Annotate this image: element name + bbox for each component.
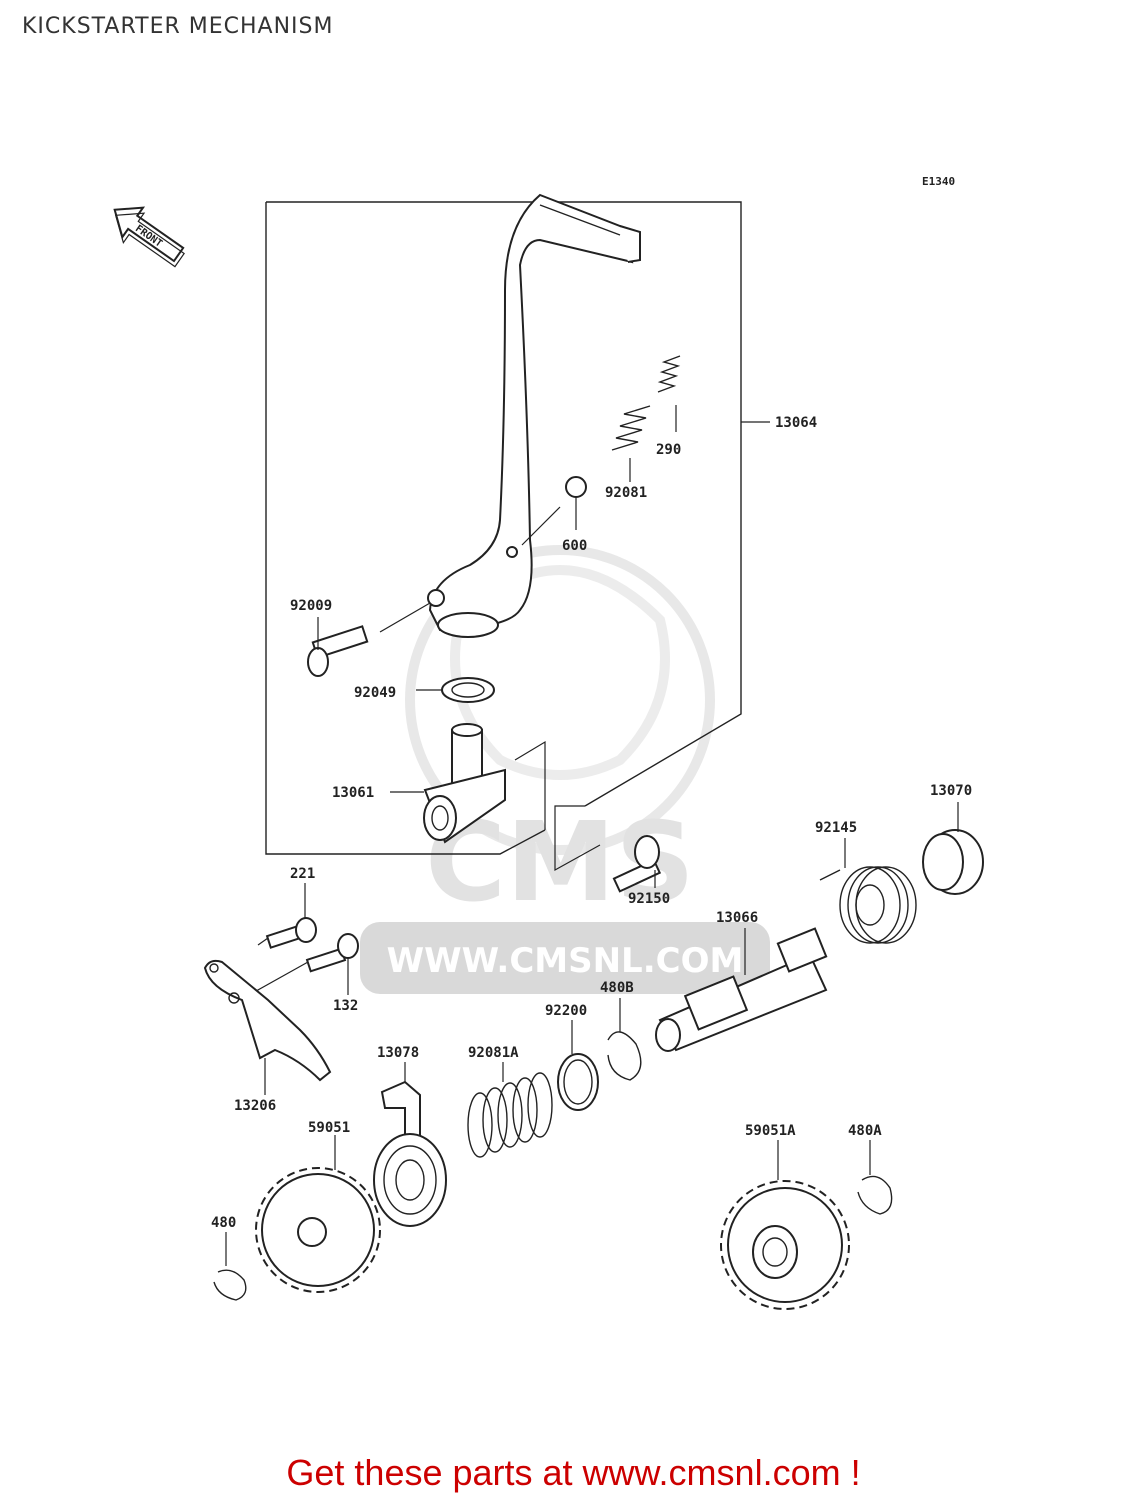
part-label-480b[interactable]: 480B	[600, 980, 634, 996]
circlip-480a-icon	[857, 1175, 893, 1215]
kick-shaft-holder	[423, 723, 506, 844]
bolt-92150-icon	[612, 835, 662, 893]
ball-icon	[565, 476, 587, 498]
part-label-13078[interactable]: 13078	[377, 1045, 419, 1061]
part-label-59051a[interactable]: 59051A	[745, 1123, 796, 1139]
part-label-480a[interactable]: 480A	[848, 1123, 882, 1139]
part-label-92150[interactable]: 92150	[628, 891, 670, 907]
part-label-92081a[interactable]: 92081A	[468, 1045, 519, 1061]
front-arrow-icon: FRONT	[113, 206, 185, 268]
promo-link[interactable]: Get these parts at www.cmsnl.com !	[286, 1452, 861, 1493]
spring-small-icon	[657, 355, 681, 393]
spring-medium-icon	[611, 405, 651, 451]
gear-59051a-icon	[720, 1180, 850, 1310]
part-label-13061[interactable]: 13061	[332, 785, 374, 801]
part-label-13066[interactable]: 13066	[716, 910, 758, 926]
part-label-92145[interactable]: 92145	[815, 820, 857, 836]
page-title: KICKSTARTER MECHANISM	[22, 14, 334, 39]
assembly-box	[266, 201, 742, 807]
circlip-480-icon	[213, 1269, 247, 1301]
washer-92049-icon	[441, 677, 495, 703]
kick-pedal-lever	[427, 193, 641, 638]
part-label-600[interactable]: 600	[562, 538, 587, 554]
part-label-480[interactable]: 480	[211, 1215, 236, 1231]
watermark-url: WWW.CMSNL.COM	[387, 941, 744, 981]
part-label-92200[interactable]: 92200	[545, 1003, 587, 1019]
parts-diagram: CMS WWW.CMSNL.COM E1340 FRONT	[113, 175, 984, 1310]
diagram-code: E1340	[922, 175, 955, 188]
part-label-13206[interactable]: 13206	[234, 1098, 276, 1114]
part-label-13064[interactable]: 13064	[775, 415, 817, 431]
collar-13070-icon	[922, 829, 984, 895]
bolt-92009-icon	[307, 625, 369, 677]
bolt-221-icon	[265, 917, 317, 949]
ratchet-13078-icon	[373, 1080, 447, 1227]
part-label-59051[interactable]: 59051	[308, 1120, 350, 1136]
part-label-92081[interactable]: 92081	[605, 485, 647, 501]
part-label-13070[interactable]: 13070	[930, 783, 972, 799]
washer-92200-icon	[557, 1053, 599, 1111]
watermark: CMS WWW.CMSNL.COM	[360, 545, 770, 994]
part-label-221[interactable]: 221	[290, 866, 315, 882]
torsion-spring-icon	[819, 866, 917, 944]
bolt-132-icon	[305, 933, 359, 973]
part-label-92009[interactable]: 92009	[290, 598, 332, 614]
part-label-92049[interactable]: 92049	[354, 685, 396, 701]
gear-59051-icon	[255, 1167, 381, 1293]
ratchet-guide-bracket	[203, 959, 332, 1082]
circlip-480b-icon	[607, 1031, 642, 1081]
part-label-132[interactable]: 132	[333, 998, 358, 1014]
spring-92081a-icon	[467, 1072, 553, 1158]
part-label-290[interactable]: 290	[656, 442, 681, 458]
kick-shaft	[655, 927, 828, 1052]
